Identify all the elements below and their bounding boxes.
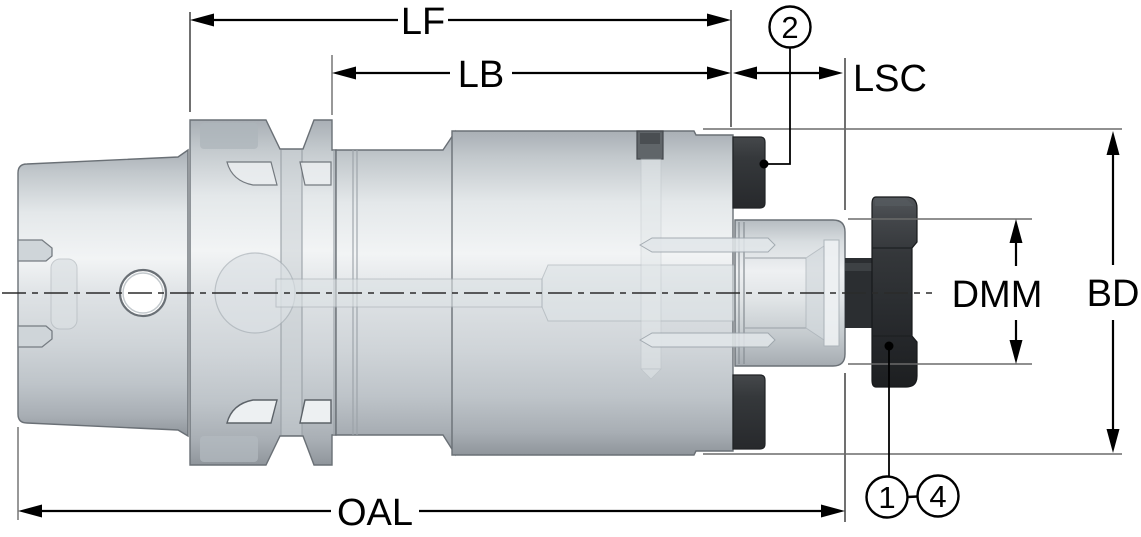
callout-1-number: 1 (878, 480, 895, 515)
dimension-lb: LB (331, 10, 732, 127)
tool-holder-part (2, 119, 932, 466)
dimension-label-lf: LF (401, 1, 445, 43)
lb-arrow-right (707, 66, 731, 80)
callout-2: 2 (759, 5, 812, 169)
dimension-label-bd: BD (1087, 273, 1140, 315)
callouts: 2 1 4 (759, 5, 960, 519)
clamping-knob (845, 196, 918, 388)
coolant-plug-core (640, 133, 660, 144)
lsc-arrow-right (819, 66, 843, 80)
callout-2-number: 2 (781, 10, 798, 45)
knob-body (871, 196, 918, 388)
coolant-tab-top (639, 237, 776, 253)
oal-arrow-left (18, 504, 42, 518)
dimension-dmm: DMM (848, 218, 1043, 365)
callout-1-4: 1 4 (865, 341, 960, 519)
shank-drive-notch-top (17, 239, 53, 262)
shank-recess-panel (50, 258, 78, 330)
bd-arrow-top (1106, 131, 1120, 155)
dimension-label-lsc: LSC (853, 58, 927, 100)
callout-connector (907, 495, 918, 499)
lsc-arrow-left (733, 66, 757, 80)
dimension-bd: BD (703, 128, 1140, 455)
flange-slot-wedge-top-left (226, 161, 278, 186)
dimension-oal: OAL (17, 373, 846, 534)
callout-2-circle (768, 5, 812, 49)
coolant-channel-tip (640, 368, 662, 380)
flange (189, 119, 337, 466)
dimension-lf: LF (189, 1, 731, 112)
dimension-label-oal: OAL (337, 492, 413, 534)
dmm-arrow-bottom (1009, 340, 1023, 364)
lf-arrow-left (190, 13, 214, 27)
callout-2-dot (759, 159, 769, 169)
callout-2-leader (767, 47, 791, 165)
flange-slot-wedge-top-right (299, 161, 332, 186)
drive-key-top (732, 136, 766, 209)
lf-arrow-right (707, 13, 731, 27)
flange-slot-wedge-bottom-right (299, 399, 332, 424)
knob-top-chamfer (875, 198, 914, 206)
callout-4-circle (916, 474, 960, 518)
bd-arrow-bottom (1106, 429, 1120, 453)
dimension-lsc: LSC (733, 58, 927, 210)
dimensions: LF LB LSC OAL (17, 1, 1140, 534)
flange-bottom-inset (200, 436, 258, 462)
flange-slot-wedge-bottom-left (226, 399, 278, 424)
flange-top-inset (200, 123, 258, 149)
callout-1-dot (884, 341, 894, 351)
oal-arrow-right (821, 504, 845, 518)
callout-4-number: 4 (929, 479, 946, 514)
shank-drive-notch-bottom (17, 325, 53, 348)
dmm-arrow-top (1009, 219, 1023, 243)
drive-key-bottom (732, 374, 766, 450)
knob-neck-highlight (845, 263, 872, 271)
dimension-label-lb: LB (458, 54, 504, 96)
dimension-label-dmm: DMM (952, 274, 1043, 316)
lb-arrow-left (332, 66, 356, 80)
coolant-tab-bottom (639, 332, 776, 348)
